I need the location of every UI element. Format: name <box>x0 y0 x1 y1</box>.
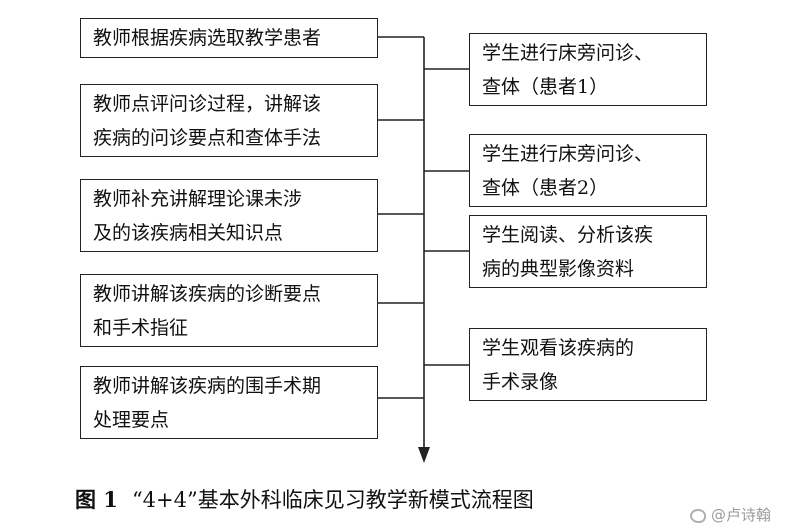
student-step-3: 学生阅读、分析该疾 病的典型影像资料 <box>469 215 707 288</box>
teacher-step-4: 教师讲解该疾病的诊断要点 和手术指征 <box>80 274 378 347</box>
student-step-4-line-2: 手术录像 <box>482 371 559 393</box>
figure-caption: 图 1 “4+4”基本外科临床见习教学新模式流程图 <box>75 484 534 514</box>
student-step-4: 学生观看该疾病的 手术录像 <box>469 328 707 401</box>
teacher-step-2: 教师点评问诊过程，讲解该 疾病的问诊要点和查体手法 <box>80 84 378 157</box>
weibo-icon <box>689 509 706 523</box>
student-step-1-line-1: 学生进行床旁问诊、 <box>482 42 654 64</box>
student-step-2-line-2: 查体（患者2） <box>482 177 609 199</box>
teacher-step-4-line-1: 教师讲解该疾病的诊断要点 <box>93 283 322 305</box>
teacher-step-5-line-2: 处理要点 <box>93 409 170 431</box>
figure-label: 图 1 <box>75 487 118 512</box>
teacher-step-4-line-2: 和手术指征 <box>93 317 189 339</box>
teacher-step-2-line-1: 教师点评问诊过程，讲解该 <box>93 93 322 115</box>
teacher-step-3-line-1: 教师补充讲解理论课未涉 <box>93 188 303 210</box>
flow-arrowhead <box>418 447 430 463</box>
watermark-text: @卢诗翰 <box>710 506 771 524</box>
student-step-3-line-2: 病的典型影像资料 <box>482 258 635 280</box>
student-step-2: 学生进行床旁问诊、 查体（患者2） <box>469 134 707 207</box>
student-step-4-line-1: 学生观看该疾病的 <box>482 337 635 359</box>
student-step-1-line-2: 查体（患者1） <box>482 76 609 98</box>
figure-title: “4+4”基本外科临床见习教学新模式流程图 <box>131 488 534 512</box>
teacher-step-5-line-1: 教师讲解该疾病的围手术期 <box>93 375 322 397</box>
teacher-step-2-line-2: 疾病的问诊要点和查体手法 <box>93 127 322 149</box>
teacher-step-5: 教师讲解该疾病的围手术期 处理要点 <box>80 366 378 439</box>
teacher-step-1-line-1: 教师根据疾病选取教学患者 <box>93 27 322 49</box>
teacher-step-1: 教师根据疾病选取教学患者 <box>80 18 378 58</box>
student-step-3-line-1: 学生阅读、分析该疾 <box>482 224 654 246</box>
teacher-step-3: 教师补充讲解理论课未涉 及的该疾病相关知识点 <box>80 179 378 252</box>
watermark: @卢诗翰 <box>689 504 771 525</box>
student-step-1: 学生进行床旁问诊、 查体（患者1） <box>469 33 707 106</box>
student-step-2-line-1: 学生进行床旁问诊、 <box>482 143 654 165</box>
teacher-step-3-line-2: 及的该疾病相关知识点 <box>93 222 284 244</box>
